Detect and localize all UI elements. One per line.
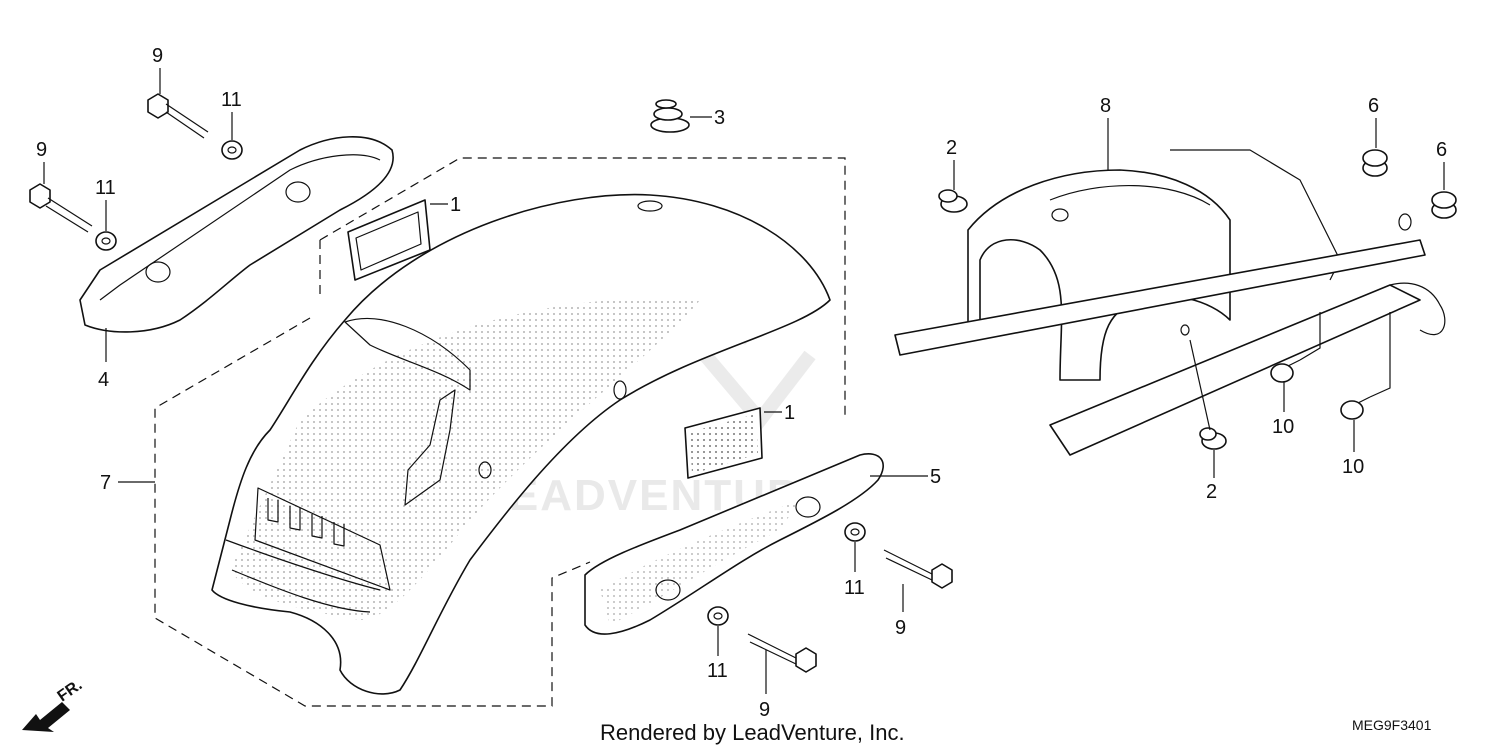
callout-6: 6	[1368, 95, 1379, 117]
callout-11: 11	[707, 660, 728, 682]
front-direction-label: FR.	[55, 677, 86, 706]
callout-9: 9	[759, 699, 770, 721]
cushion-right	[1431, 191, 1457, 219]
washer-bottom	[707, 606, 729, 626]
reflector-lower	[684, 407, 763, 479]
callout-11: 11	[221, 89, 242, 111]
callout-2: 2	[1206, 481, 1217, 503]
grommet	[650, 99, 690, 133]
left-side-cover	[79, 136, 394, 333]
rear-fender-bracket	[894, 149, 1446, 456]
callout-11: 11	[95, 177, 116, 199]
assembly-outline	[154, 157, 846, 707]
callout-10: 10	[1272, 416, 1294, 438]
bolt-right	[883, 549, 953, 589]
right-side-cover	[584, 453, 884, 635]
callout-8: 8	[1100, 95, 1111, 117]
washer-left	[95, 231, 117, 251]
callout-7: 7	[100, 472, 111, 494]
cushion-left	[1362, 149, 1388, 177]
rendered-by-credit: Rendered by LeadVenture, Inc.	[600, 720, 905, 745]
callout-9: 9	[36, 139, 47, 161]
washer-right	[844, 522, 866, 542]
diagram-code: MEG9F3401	[1352, 717, 1432, 733]
screw-upper	[1270, 359, 1301, 383]
rear-fender	[211, 193, 831, 695]
callout-9: 9	[895, 617, 906, 639]
callout-11: 11	[844, 577, 865, 599]
clip-lower	[1199, 427, 1227, 450]
reflector-upper	[347, 199, 431, 281]
callout-1: 1	[450, 194, 461, 216]
screw-lower	[1340, 396, 1371, 420]
callout-labels: 9 11 9 11 4 7 1 1 3 5 11 9 11 9 2 8 6 6 …	[36, 45, 1447, 721]
callout-6: 6	[1436, 139, 1447, 161]
callout-9: 9	[152, 45, 163, 67]
leader-lines	[43, 68, 1445, 694]
bolt-top-left	[147, 93, 209, 139]
callout-4: 4	[98, 369, 109, 391]
bolt-left	[29, 183, 93, 233]
callout-10: 10	[1342, 456, 1364, 478]
callout-5: 5	[930, 466, 941, 488]
washer-top-left	[221, 140, 243, 160]
bolt-bottom	[747, 633, 817, 673]
callout-2: 2	[946, 137, 957, 159]
clip-upper	[938, 189, 968, 213]
callout-1: 1	[784, 402, 795, 424]
front-direction-arrow: FR.	[22, 677, 85, 732]
callout-3: 3	[714, 107, 725, 129]
